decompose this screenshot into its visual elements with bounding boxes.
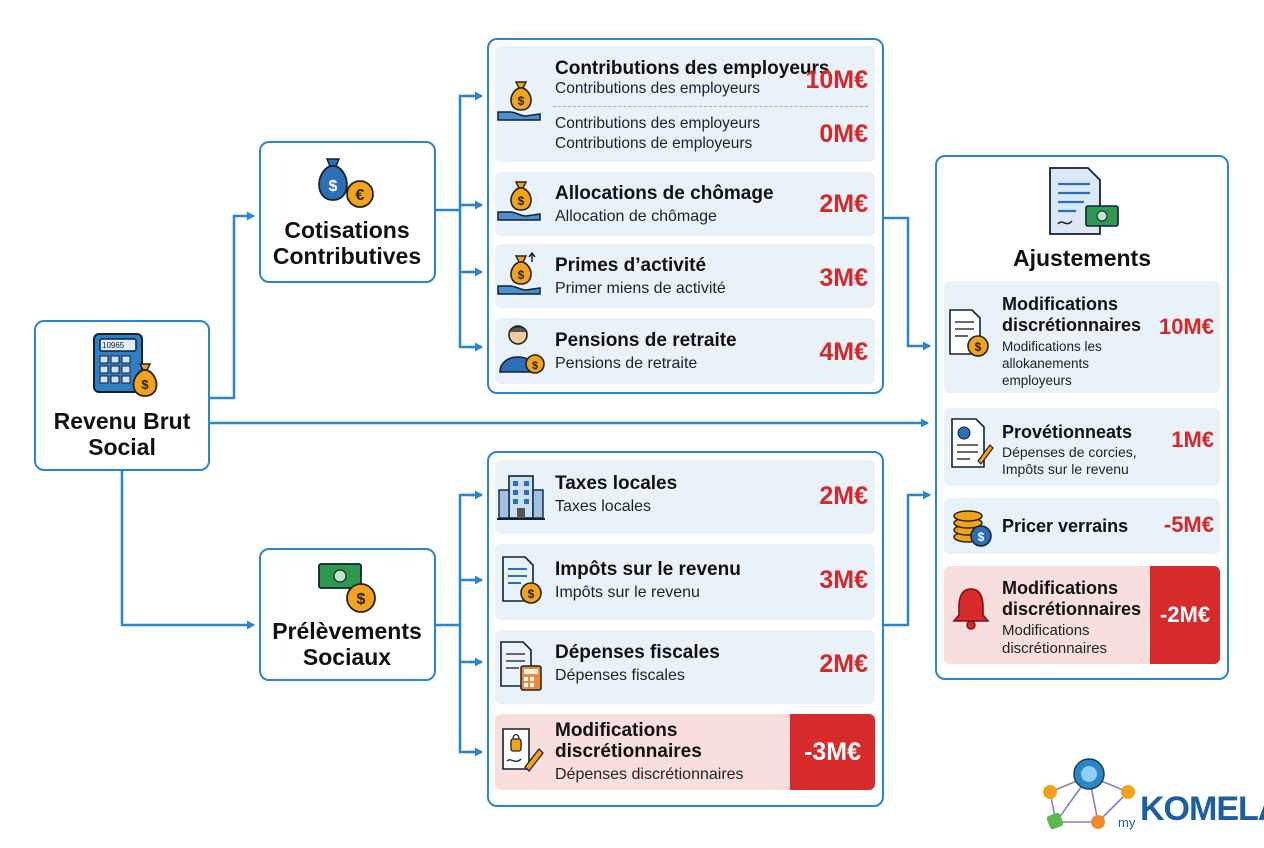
- card-impots-revenu: [495, 544, 875, 620]
- item-amount: -2M€: [1150, 566, 1220, 664]
- tax-document-icon: $: [949, 309, 989, 357]
- item-title: Modifications discrétionnaires: [1002, 578, 1142, 619]
- svg-text:$: $: [518, 268, 525, 282]
- tax-document-icon: $: [502, 556, 542, 604]
- card-contributions-employeurs: [495, 46, 875, 162]
- item-subtitle: allokanements: [1002, 356, 1090, 371]
- item-subtitle: Dépenses discrétionnaires: [555, 766, 744, 783]
- item-subtitle: Taxes locales: [555, 498, 652, 515]
- item-title: Allocations de chômage: [555, 183, 774, 204]
- item-subtitle: Contributions des employeurs: [555, 80, 761, 97]
- calculator-icon: [93, 333, 143, 393]
- cotisations-title: Cotisations Contributives: [272, 217, 422, 269]
- item-amount: 10M€: [1158, 314, 1214, 339]
- card-allocations-chomage: [495, 172, 875, 236]
- money-bag-icon: $: [132, 363, 158, 397]
- retiree-icon: $: [499, 325, 545, 374]
- card-taxes-locales: [495, 460, 875, 534]
- item-title: Contributions des employeurs: [555, 58, 830, 79]
- svg-text:$: $: [532, 360, 538, 372]
- item-subtitle: Dépenses fiscales: [555, 667, 685, 684]
- item-subtitle: Modifications les: [1002, 339, 1102, 354]
- ajustements-title: Ajustements: [1012, 245, 1152, 271]
- svg-text:$: $: [978, 530, 985, 544]
- item-subtitle: Impôts sur le revenu: [555, 584, 700, 601]
- item-title: Modifications discrétionnaires: [555, 720, 702, 762]
- item-subtitle: Allocation de chômage: [555, 208, 717, 225]
- item-title: Pricer verrains: [1002, 516, 1129, 536]
- euro-coin-icon: €: [346, 180, 374, 208]
- item-amount: 2M€: [819, 482, 868, 510]
- chart-document-icon: [951, 418, 994, 468]
- item-amount: 1M€: [1171, 427, 1214, 452]
- hand-money-bag-icon: $: [497, 181, 541, 221]
- divider: [553, 106, 868, 107]
- root-title: Revenu Brut Social: [53, 408, 191, 460]
- root-node: 10965 $ Revenu Brut Social: [34, 320, 210, 471]
- svg-text:$: $: [518, 94, 525, 108]
- item-amount: 0M€: [819, 120, 868, 148]
- item-subtitle: Contributions des employeurs: [555, 115, 761, 132]
- svg-text:$: $: [975, 340, 982, 354]
- logo-name: KOMELA: [1140, 790, 1264, 828]
- card-adj-modifications: [944, 281, 1220, 393]
- network-logo-icon: [1043, 758, 1135, 830]
- calculator-display: 10965: [102, 341, 125, 350]
- coin-stack-icon: $: [953, 510, 992, 547]
- item-title: Modifications discrétionnaires: [1002, 294, 1142, 335]
- item-subtitle: Contributions de employeurs: [555, 135, 753, 152]
- item-subtitle: employeurs: [1002, 373, 1072, 388]
- hand-money-bag-icon: $: [497, 252, 541, 295]
- item-amount: 2M€: [819, 650, 868, 678]
- item-title: Provétionneats: [1002, 422, 1133, 442]
- card-adj-pricer: [944, 498, 1220, 554]
- item-title: Impôts sur le revenu: [555, 559, 741, 580]
- svg-text:$: $: [329, 178, 338, 195]
- bell-icon: [952, 588, 990, 630]
- item-subtitle: Impôts sur le revenu: [1002, 461, 1129, 477]
- card-depenses-fiscales: [495, 630, 875, 704]
- item-amount: 2M€: [819, 190, 868, 218]
- item-title: Pensions de retraite: [555, 330, 737, 351]
- dollar-coin-icon: $: [346, 583, 376, 613]
- card-pensions-retraite: [495, 318, 875, 384]
- item-title: Taxes locales: [555, 473, 678, 494]
- svg-text:$: $: [357, 591, 366, 608]
- calculator-document-icon: [500, 641, 542, 691]
- money-bag-icon: $: [318, 158, 348, 201]
- item-amount: 4M€: [819, 338, 868, 366]
- item-title: Dépenses fiscales: [555, 642, 720, 663]
- prelevements-title: Prélèvements Sociaux: [272, 618, 422, 670]
- item-amount: 3M€: [819, 566, 868, 594]
- item-amount: 10M€: [805, 66, 868, 94]
- svg-text:$: $: [141, 377, 149, 392]
- item-title: Primes d’activité: [555, 255, 707, 276]
- item-amount: 3M€: [819, 264, 868, 292]
- cotisations-node: $ € Cotisations Contributives: [259, 141, 436, 283]
- item-subtitle: discrétionnaires: [1002, 640, 1108, 657]
- prelevements-node: $ Prélèvements Sociaux: [259, 548, 436, 681]
- item-subtitle: Primer miens de activité: [555, 280, 726, 297]
- banknote-icon: [318, 563, 362, 589]
- item-amount: -3M€: [790, 714, 875, 790]
- item-subtitle: Modifications: [1002, 622, 1090, 639]
- contract-icon: [1049, 167, 1119, 235]
- card-primes-activite: [495, 244, 875, 308]
- logo-prefix: my: [1118, 815, 1136, 830]
- svg-text:€: €: [356, 187, 365, 204]
- item-subtitle: Pensions de retraite: [555, 355, 698, 372]
- item-amount: -5M€: [1163, 512, 1214, 537]
- signed-document-icon: [502, 728, 544, 772]
- hand-money-bag-icon: $: [497, 81, 541, 121]
- building-icon: [497, 475, 545, 520]
- svg-text:$: $: [518, 194, 525, 208]
- item-subtitle: Dépenses de corcies,: [1002, 444, 1137, 460]
- svg-text:$: $: [528, 587, 535, 601]
